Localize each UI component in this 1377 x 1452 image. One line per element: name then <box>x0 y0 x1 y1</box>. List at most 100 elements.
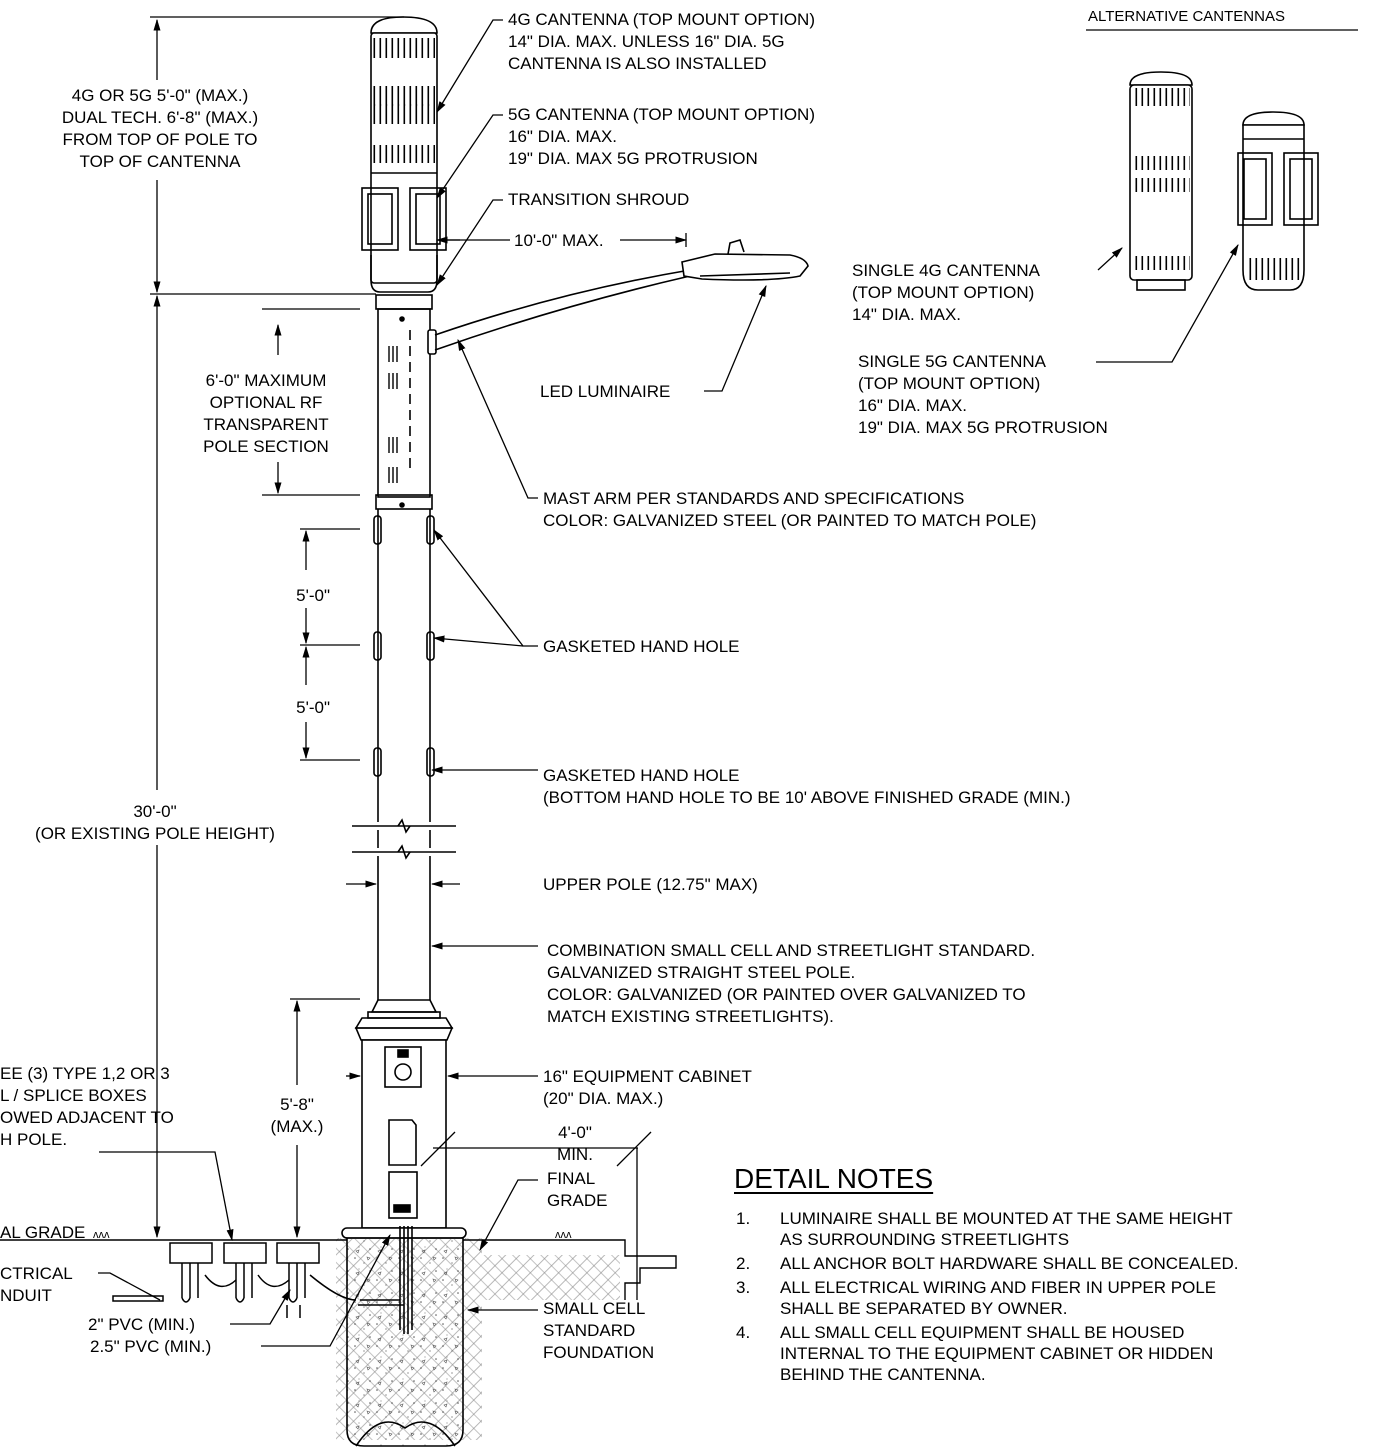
dim-line: OPTIONAL RF <box>209 393 323 412</box>
detail-notes-list: 1. LUMINAIRE SHALL BE MOUNTED AT THE SAM… <box>736 1208 1356 1388</box>
callout-line: NDUIT <box>0 1286 52 1305</box>
note-item: 1. LUMINAIRE SHALL BE MOUNTED AT THE SAM… <box>736 1208 1356 1250</box>
callout-line: GASKETED HAND HOLE <box>543 766 740 785</box>
callout-line: GALVANIZED STRAIGHT STEEL POLE. <box>547 963 856 982</box>
callout-line: SINGLE 4G CANTENNA <box>852 261 1040 280</box>
note-item: 4. ALL SMALL CELL EQUIPMENT SHALL BE HOU… <box>736 1322 1356 1385</box>
alt-4g-cantenna <box>1129 71 1193 291</box>
callout-line: FINAL <box>547 1169 596 1188</box>
dim-line: 30'-0" <box>133 802 177 821</box>
note-text: LUMINAIRE SHALL BE MOUNTED AT THE SAME H… <box>780 1208 1233 1250</box>
callout-line: 4G CANTENNA (TOP MOUNT OPTION) <box>508 10 815 29</box>
callout-line: 16" EQUIPMENT CABINET <box>543 1067 752 1086</box>
callout-pvc-2: 2" PVC (MIN.) <box>88 1315 196 1334</box>
callout-line: MAST ARM PER STANDARDS AND SPECIFICATION… <box>543 489 965 508</box>
svg-text:ᴧᴧᴧ: ᴧᴧᴧ <box>93 1229 110 1241</box>
callout-line: FOUNDATION <box>543 1343 655 1362</box>
callout-5g-cantenna: 5G CANTENNA (TOP MOUNT OPTION) 16" DIA. … <box>508 104 815 170</box>
alt-cantennas-title: ALTERNATIVE CANTENNAS <box>1088 8 1285 25</box>
callout-electrical-conduit: CTRICAL NDUIT <box>0 1263 73 1307</box>
note-text: ALL SMALL CELL EQUIPMENT SHALL BE HOUSED… <box>780 1322 1213 1385</box>
alt-5g-cantenna <box>1237 111 1319 291</box>
note-line: AS SURROUNDING STREETLIGHTS <box>780 1230 1070 1249</box>
callout-pull-boxes: EE (3) TYPE 1,2 OR 3 L / SPLICE BOXES OW… <box>0 1063 174 1151</box>
callout-hand-hole: GASKETED HAND HOLE <box>543 637 740 656</box>
dim-arm-length: 10'-0" MAX. <box>510 230 608 252</box>
svg-text:ᴧᴧᴧ: ᴧᴧᴧ <box>555 1229 572 1241</box>
callout-line: SINGLE 5G CANTENNA <box>858 352 1046 371</box>
mast-arm <box>427 239 809 355</box>
dim-line: (OR EXISTING POLE HEIGHT) <box>35 824 275 843</box>
dim-line: TRANSPARENT <box>203 415 329 434</box>
leader-lines <box>98 19 1358 1347</box>
dim-line: DUAL TECH. 6'-8" (MAX.) <box>61 108 259 127</box>
note-text: ALL ELECTRICAL WIRING AND FIBER IN UPPER… <box>780 1277 1216 1319</box>
callout-line: 19" DIA. MAX 5G PROTRUSION <box>858 418 1108 437</box>
callout-line: EE (3) TYPE 1,2 OR 3 <box>0 1064 170 1083</box>
dim-pole-height: 30'-0" (OR EXISTING POLE HEIGHT) <box>0 801 310 845</box>
note-number: 1. <box>736 1209 751 1228</box>
note-item: 3. ALL ELECTRICAL WIRING AND FIBER IN UP… <box>736 1277 1356 1319</box>
callout-line: COLOR: GALVANIZED STEEL (OR PAINTED TO M… <box>543 511 1037 530</box>
callout-line: 16" DIA. MAX. <box>508 127 618 146</box>
dim-cabinet-height: 5'-8" (MAX.) <box>252 1094 342 1138</box>
callout-line: (20" DIA. MAX.) <box>543 1089 664 1108</box>
dim-line: 4G OR 5G 5'-0" (MAX.) <box>71 86 249 105</box>
dim-line: (MAX.) <box>270 1117 324 1136</box>
note-line: ALL ANCHOR BOLT HARDWARE SHALL BE CONCEA… <box>780 1254 1239 1273</box>
callout-line: 14" DIA. MAX. UNLESS 16" DIA. 5G <box>508 32 785 51</box>
alt-single-5g-label: SINGLE 5G CANTENNA (TOP MOUNT OPTION) 16… <box>858 351 1108 439</box>
callout-line: STANDARD <box>543 1321 636 1340</box>
note-line: LUMINAIRE SHALL BE MOUNTED AT THE SAME H… <box>780 1209 1233 1228</box>
note-line: ALL ELECTRICAL WIRING AND FIBER IN UPPER… <box>780 1278 1217 1297</box>
callout-line: 5G CANTENNA (TOP MOUNT OPTION) <box>508 105 815 124</box>
note-number: 4. <box>736 1323 751 1342</box>
note-number: 2. <box>736 1254 751 1273</box>
callout-line: COMBINATION SMALL CELL AND STREETLIGHT S… <box>547 941 1036 960</box>
callout-line: OWED ADJACENT TO <box>0 1108 174 1127</box>
main-pole <box>341 16 467 1239</box>
detail-notes-title: DETAIL NOTES <box>734 1163 934 1194</box>
dim-rf-section: 6'-0" MAXIMUM OPTIONAL RF TRANSPARENT PO… <box>176 370 356 458</box>
callout-foundation: SMALL CELL STANDARD FOUNDATION <box>543 1298 654 1364</box>
dim-line: 4'-0" <box>558 1123 592 1142</box>
callout-combination-standard: COMBINATION SMALL CELL AND STREETLIGHT S… <box>547 940 1035 1028</box>
note-text: ALL ANCHOR BOLT HARDWARE SHALL BE CONCEA… <box>780 1253 1239 1274</box>
callout-line: H POLE. <box>0 1130 68 1149</box>
foundation: ᴧᴧᴧ ᴧᴧᴧ <box>0 1226 677 1447</box>
dim-line: POLE SECTION <box>203 437 329 456</box>
callout-pvc-25: 2.5" PVC (MIN.) <box>90 1337 212 1356</box>
callout-4g-cantenna: 4G CANTENNA (TOP MOUNT OPTION) 14" DIA. … <box>508 9 815 75</box>
callout-line: (TOP MOUNT OPTION) <box>852 283 1035 302</box>
dim-cantenna-height: 4G OR 5G 5'-0" (MAX.) DUAL TECH. 6'-8" (… <box>40 85 280 173</box>
callout-equipment-cabinet: 16" EQUIPMENT CABINET (20" DIA. MAX.) <box>543 1066 752 1110</box>
callout-line: SMALL CELL <box>543 1299 646 1318</box>
callout-line: L / SPLICE BOXES <box>0 1086 147 1105</box>
callout-line: (BOTTOM HAND HOLE TO BE 10' ABOVE FINISH… <box>543 788 1071 807</box>
pull-boxes <box>112 1242 357 1318</box>
alt-single-4g-label: SINGLE 4G CANTENNA (TOP MOUNT OPTION) 14… <box>852 260 1040 326</box>
dim-line: MIN. <box>557 1145 593 1164</box>
dimension-lines <box>150 16 688 1300</box>
callout-line: CTRICAL <box>0 1264 73 1283</box>
callout-bottom-hand-hole: GASKETED HAND HOLE (BOTTOM HAND HOLE TO … <box>543 765 1071 809</box>
note-item: 2. ALL ANCHOR BOLT HARDWARE SHALL BE CON… <box>736 1253 1356 1274</box>
callout-led-luminaire: LED LUMINAIRE <box>540 382 671 401</box>
note-line: INTERNAL TO THE EQUIPMENT CABINET OR HID… <box>780 1344 1214 1363</box>
note-line: ALL SMALL CELL EQUIPMENT SHALL BE HOUSED <box>780 1323 1185 1342</box>
callout-line: CANTENNA IS ALSO INSTALLED <box>508 54 767 73</box>
dim-offset: 4'-0" MIN. <box>540 1122 610 1166</box>
callout-transition-shroud: TRANSITION SHROUD <box>508 190 690 209</box>
callout-line: GRADE <box>547 1191 608 1210</box>
callout-final-grade: FINAL GRADE <box>547 1168 607 1212</box>
callout-line: 16" DIA. MAX. <box>858 396 968 415</box>
note-line: SHALL BE SEPARATED BY OWNER. <box>780 1299 1068 1318</box>
callout-line: 19" DIA. MAX 5G PROTRUSION <box>508 149 758 168</box>
callout-mast-arm: MAST ARM PER STANDARDS AND SPECIFICATION… <box>543 488 1036 532</box>
callout-line: (TOP MOUNT OPTION) <box>858 374 1041 393</box>
callout-line: MATCH EXISTING STREETLIGHTS). <box>547 1007 834 1026</box>
dim-line: 6'-0" MAXIMUM <box>205 371 327 390</box>
note-line: BEHIND THE CANTENNA. <box>780 1365 986 1384</box>
dim-hole-spacing-2: 5'-0" <box>296 698 330 717</box>
